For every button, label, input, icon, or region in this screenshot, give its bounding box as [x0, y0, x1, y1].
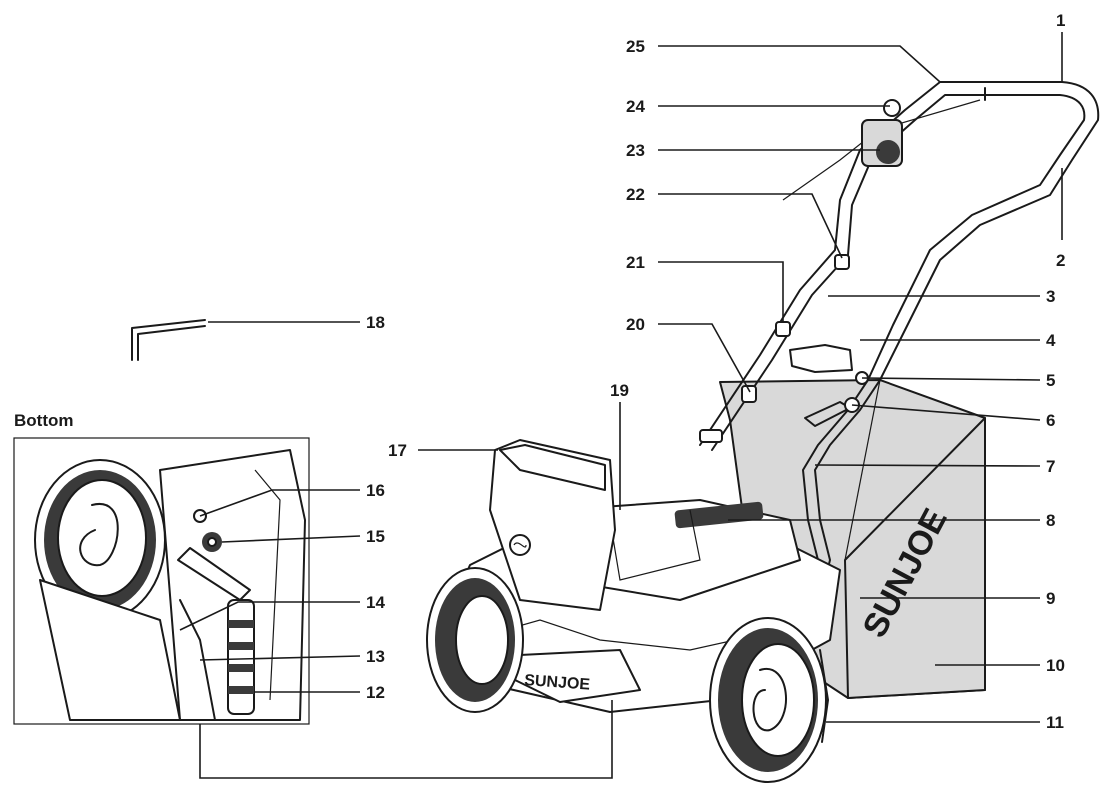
callout-14: 14	[366, 593, 385, 612]
hex-key	[131, 319, 206, 361]
left-wheel	[426, 567, 524, 713]
callout-22: 22	[626, 185, 645, 204]
callout-7: 7	[1046, 457, 1055, 476]
callout-numbers: 1 2 3 4 5 6 7 8 9 10 11 12 13 14 15 16 1…	[366, 11, 1065, 732]
callout-4: 4	[1046, 331, 1056, 350]
callout-16: 16	[366, 481, 385, 500]
right-wheel	[709, 617, 827, 783]
rear-bracket	[819, 649, 829, 743]
callout-24: 24	[626, 97, 645, 116]
callout-23: 23	[626, 141, 645, 160]
callout-25: 25	[626, 37, 645, 56]
callout-3: 3	[1046, 287, 1055, 306]
callout-19: 19	[610, 381, 629, 400]
inset-title: Bottom	[14, 411, 73, 430]
callout-1: 1	[1056, 11, 1065, 30]
callout-9: 9	[1046, 589, 1055, 608]
callout-6: 6	[1046, 411, 1055, 430]
leader-lines	[179, 32, 1063, 723]
battery-pack	[489, 439, 616, 611]
callout-13: 13	[366, 647, 385, 666]
bottom-view-inset	[13, 437, 310, 725]
callout-10: 10	[1046, 656, 1065, 675]
callout-11: 11	[1046, 713, 1064, 732]
inset-connector	[199, 700, 613, 779]
callout-17: 17	[388, 441, 407, 460]
callout-8: 8	[1046, 511, 1055, 530]
callout-12: 12	[366, 683, 385, 702]
callout-20: 20	[626, 315, 645, 334]
callout-15: 15	[366, 527, 385, 546]
callout-21: 21	[626, 253, 645, 272]
deck-logo: SUNJOE	[524, 672, 591, 694]
callout-5: 5	[1046, 371, 1055, 390]
callout-2: 2	[1056, 251, 1065, 270]
callout-18: 18	[366, 313, 385, 332]
